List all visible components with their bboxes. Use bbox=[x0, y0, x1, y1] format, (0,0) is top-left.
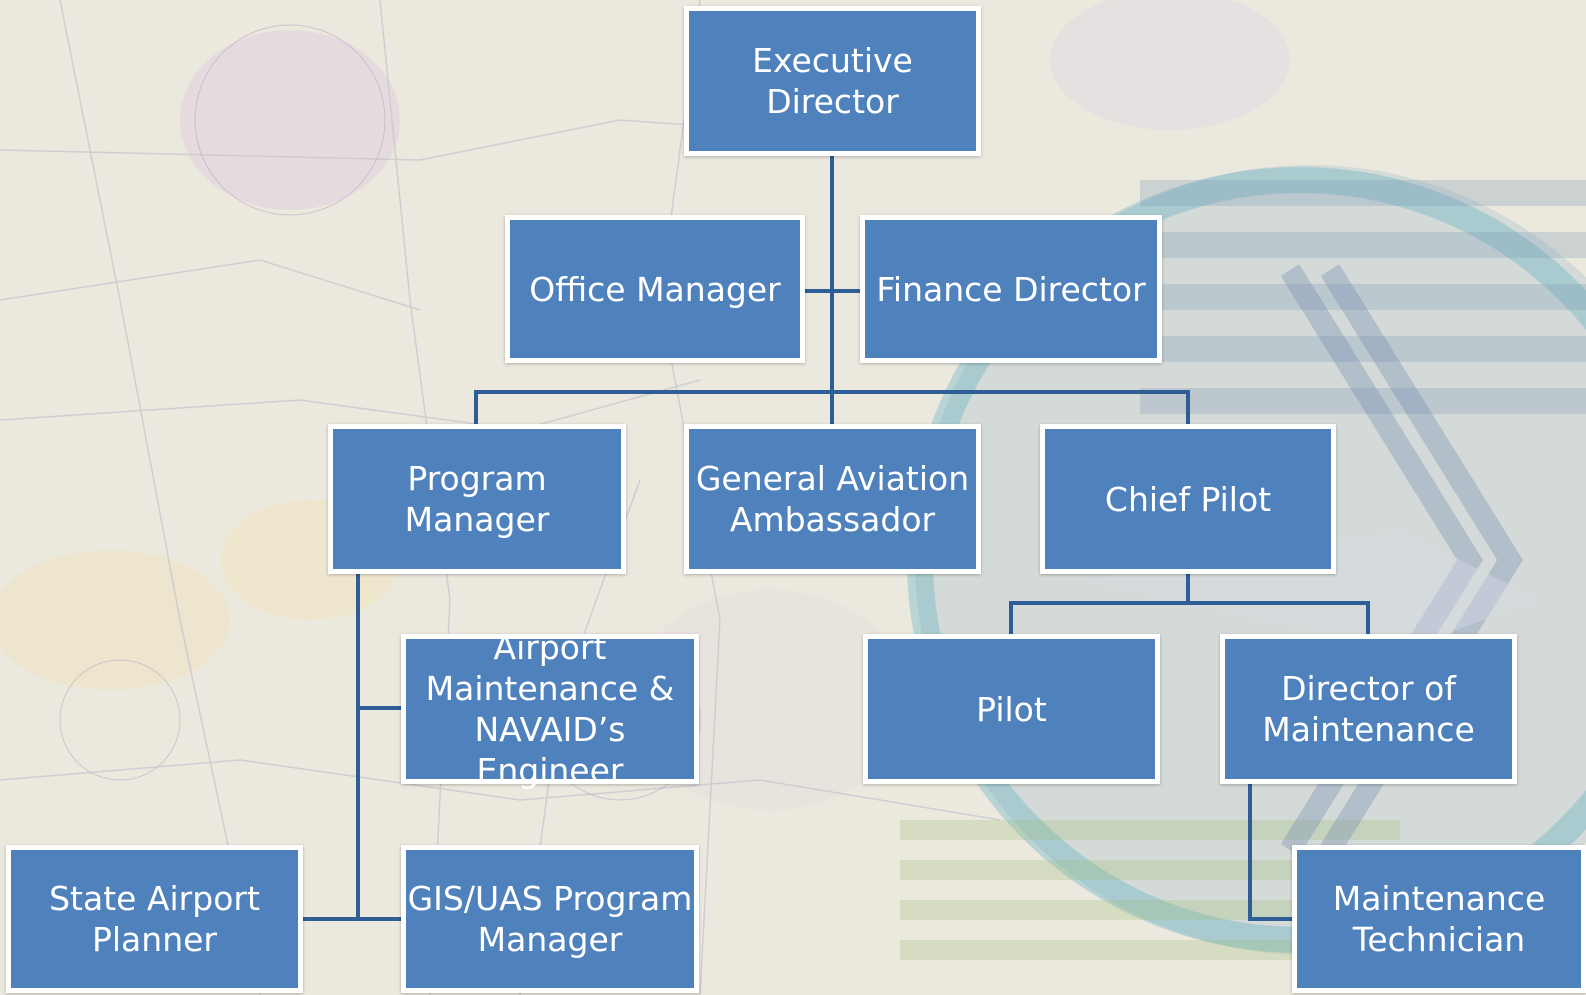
general-aviation-ambassador-label: General Aviation Ambassador bbox=[695, 459, 970, 539]
office-manager-label: Office Manager bbox=[529, 269, 781, 309]
box-pilot[interactable]: Pilot bbox=[863, 634, 1160, 784]
maintenance-technician-label: Maintenance Technician bbox=[1332, 879, 1546, 959]
box-office-manager[interactable]: Office Manager bbox=[505, 215, 805, 363]
box-chief-pilot[interactable]: Chief Pilot bbox=[1040, 424, 1336, 574]
finance-director-label: Finance Director bbox=[876, 269, 1146, 309]
box-executive-director[interactable]: Executive Director bbox=[684, 6, 981, 156]
gis-uas-program-manager-label: GIS/UAS Program Manager bbox=[407, 879, 693, 959]
executive-director-label: Executive Director bbox=[752, 41, 913, 121]
program-manager-label: Program Manager bbox=[404, 459, 550, 539]
box-general-aviation-ambassador[interactable]: General Aviation Ambassador bbox=[684, 424, 981, 574]
box-airport-maintenance-engineer[interactable]: Airport Maintenance & NAVAID’s Engineer bbox=[401, 628, 699, 790]
chief-pilot-label: Chief Pilot bbox=[1104, 479, 1272, 519]
box-finance-director[interactable]: Finance Director bbox=[860, 215, 1162, 363]
box-program-manager[interactable]: Program Manager bbox=[328, 424, 626, 574]
airport-maintenance-engineer-label: Airport Maintenance & NAVAID’s Engineer bbox=[425, 628, 675, 790]
pilot-label: Pilot bbox=[976, 689, 1047, 729]
director-of-maintenance-label: Director of Maintenance bbox=[1262, 669, 1475, 749]
box-maintenance-technician[interactable]: Maintenance Technician bbox=[1292, 845, 1586, 993]
box-gis-uas-program-manager[interactable]: GIS/UAS Program Manager bbox=[401, 845, 699, 993]
state-airport-planner-label: State Airport Planner bbox=[49, 879, 260, 959]
box-director-of-maintenance[interactable]: Director of Maintenance bbox=[1220, 634, 1517, 784]
box-state-airport-planner[interactable]: State Airport Planner bbox=[6, 845, 303, 993]
